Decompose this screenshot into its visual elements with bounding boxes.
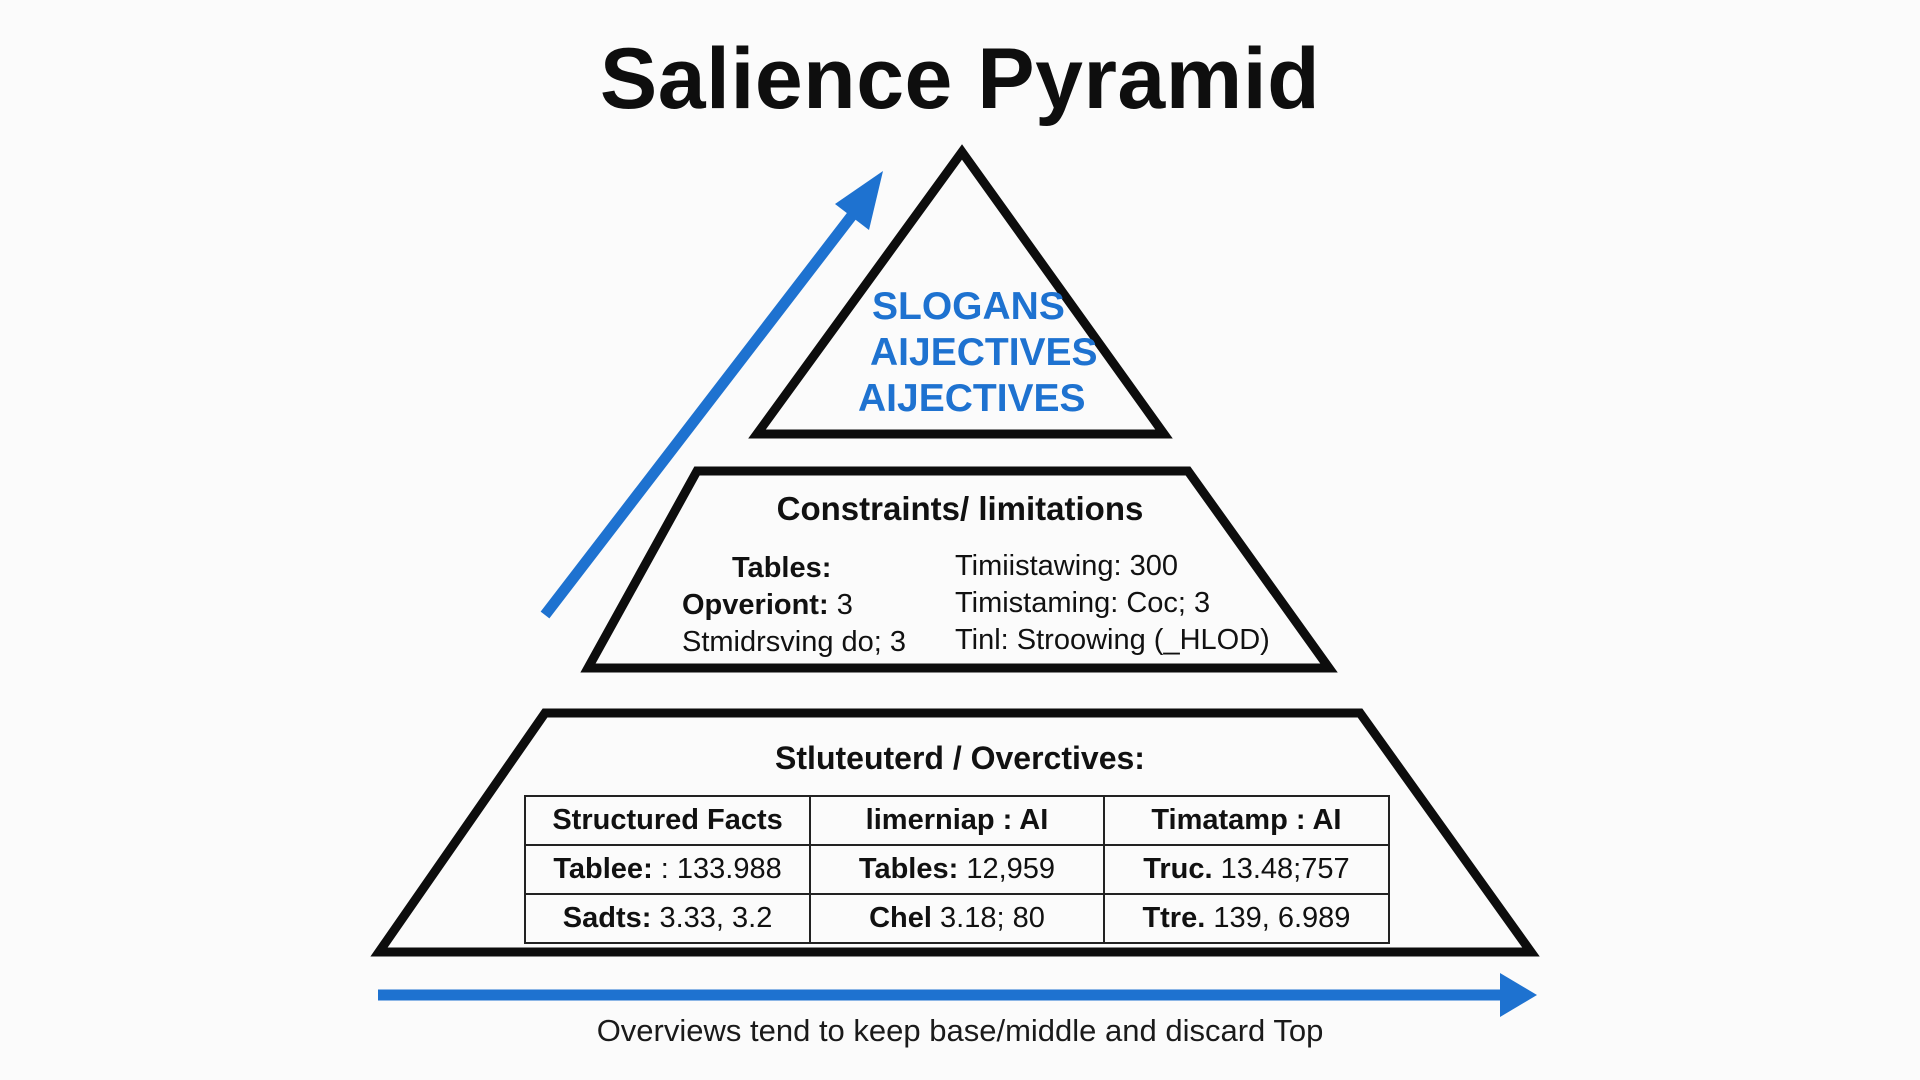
middle-tier-right-column: Timiistawing: 300 Timistaming: Coc; 3 Ti… (955, 548, 1270, 659)
top-tier-line: AIJECTIVES (858, 377, 1086, 420)
middle-tier-shape (580, 466, 1338, 673)
middle-right-item: Timistaming: Coc; 3 (955, 587, 1211, 619)
table-cell: Tablee: : 133.988 (523, 844, 812, 895)
cell-label: Sadts: (562, 902, 652, 934)
top-tier-shape (748, 144, 1173, 439)
table-header-cell: Timatamp : AI (1102, 795, 1391, 846)
table-row: Tablee: : 133.988 Tables: 12,959 Truc. 1… (523, 844, 1391, 895)
top-tier-line: AIJECTIVES (870, 331, 1098, 374)
cell-label: Truc. (1143, 853, 1213, 885)
table-header-cell: limerniap : AI (809, 795, 1105, 846)
middle-right-item: Tinl: Stroowing (_HLOD) (955, 624, 1270, 656)
cell-label: Chel (869, 902, 932, 934)
middle-left-value: 3 (836, 589, 853, 621)
cell-value: 3.18; 80 (940, 902, 1045, 934)
middle-left-label: Opveriont: (682, 589, 829, 621)
middle-left-item: Stmidrsving do; 3 (682, 624, 906, 661)
table-row: Sadts: 3.33, 3.2 Chel 3.18; 80 Ttre. 139… (523, 893, 1391, 944)
cell-value: 3.33, 3.2 (659, 902, 773, 934)
middle-tier-heading: Constraints/ limitations (776, 490, 1144, 527)
diagram-title: Salience Pyramid (599, 31, 1321, 127)
cell-value: 12,959 (966, 853, 1056, 885)
middle-left-item: Tables: (682, 550, 906, 587)
rising-arrow-head (835, 171, 883, 230)
cell-value: : 133.988 (660, 853, 782, 885)
cell-label: Tablee: (553, 853, 653, 885)
top-tier-line: SLOGANS (872, 285, 1065, 328)
horizontal-arrow-head (1500, 973, 1537, 1017)
cell-label: Tables: (858, 853, 959, 885)
base-tier-shape (370, 708, 1540, 957)
table-header-row: Structured Facts limerniap : AI Timatamp… (523, 795, 1391, 846)
structured-facts-table: Structured Facts limerniap : AI Timatamp… (523, 795, 1391, 944)
table-cell: Truc. 13.48;757 (1102, 844, 1391, 895)
middle-left-item: Opveriont: 3 (682, 587, 906, 624)
table-cell: Tables: 12,959 (809, 844, 1105, 895)
cell-value: 139, 6.989 (1213, 902, 1351, 934)
cell-value: 13.48;757 (1220, 853, 1350, 885)
rising-arrow-shaft (540, 201, 865, 619)
middle-right-item: Timiistawing: 300 (955, 550, 1178, 582)
table-cell: Chel 3.18; 80 (809, 893, 1105, 944)
middle-left-label: Tables: (732, 552, 832, 584)
base-tier-heading: Stluteuterd / Overctives: (775, 740, 1145, 776)
cell-label: Ttre. (1142, 902, 1206, 934)
table-cell: Sadts: 3.33, 3.2 (523, 893, 812, 944)
middle-tier-left-column: Tables: Opveriont: 3 Stmidrsving do; 3 (682, 550, 906, 661)
middle-left-value: Stmidrsving do; 3 (682, 626, 907, 658)
diagram-caption: Overviews tend to keep base/middle and d… (596, 1013, 1324, 1048)
table-header-cell: Structured Facts (523, 795, 812, 846)
top-tier-words: SLOGANS AIJECTIVES AIJECTIVES (810, 284, 1110, 422)
table-cell: Ttre. 139, 6.989 (1102, 893, 1391, 944)
